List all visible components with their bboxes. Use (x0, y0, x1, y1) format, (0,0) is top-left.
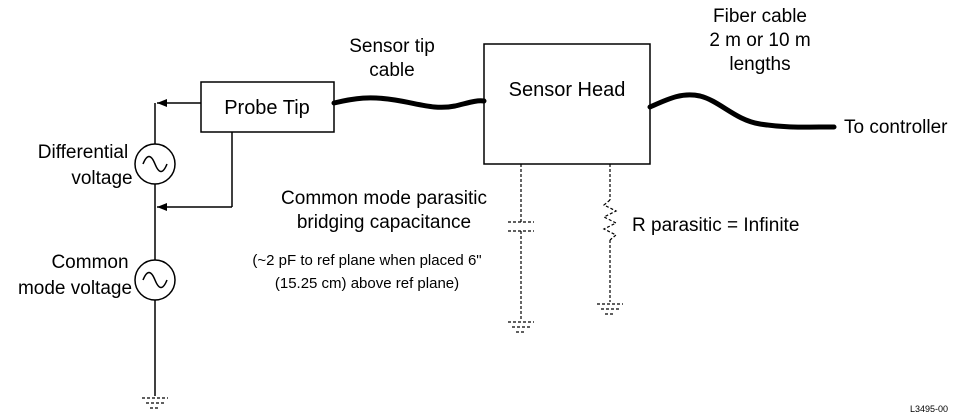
sensor-head-box (483, 43, 651, 165)
differential-voltage-label-2: voltage (71, 168, 132, 189)
r-parasitic-label: R parasitic = Infinite (632, 215, 799, 236)
parasitic-cap-label-3: (~2 pF to ref plane when placed 6" (252, 252, 481, 269)
capacitor-ground-icon (508, 321, 534, 333)
common-mode-label-1: Common (51, 252, 128, 273)
fiber-cable-label-3: lengths (729, 54, 790, 75)
parasitic-cap-label-2: bridging capacitance (297, 212, 471, 233)
common-mode-sine-icon (142, 271, 168, 289)
common-mode-label-2: mode voltage (18, 278, 132, 299)
fiber-cable-label-1: Fiber cable (713, 6, 807, 27)
source-ground-icon (142, 397, 168, 409)
differential-voltage-label-1: Differential (38, 142, 128, 163)
parasitic-cap-label-4: (15.25 cm) above ref plane) (275, 275, 459, 292)
parasitic-capacitor-icon (508, 164, 534, 320)
sensor-tip-cable-label-1: Sensor tip (349, 36, 435, 57)
probe-tip-box (200, 81, 335, 133)
parasitic-cap-label-1: Common mode parasitic (281, 188, 487, 209)
sensor-tip-cable (331, 95, 487, 110)
to-controller-label: To controller (844, 117, 948, 138)
figure-id-label: L3495-00 (910, 404, 948, 414)
probe-tip-label: Probe Tip (224, 97, 310, 119)
sensor-tip-cable-label-2: cable (369, 60, 414, 81)
fiber-cable-label-2: 2 m or 10 m (709, 30, 810, 51)
parasitic-resistor-icon (602, 164, 618, 302)
resistor-ground-icon (597, 303, 623, 315)
fiber-cable (647, 92, 837, 130)
differential-sine-icon (142, 155, 168, 173)
sensor-head-label: Sensor Head (509, 79, 626, 101)
